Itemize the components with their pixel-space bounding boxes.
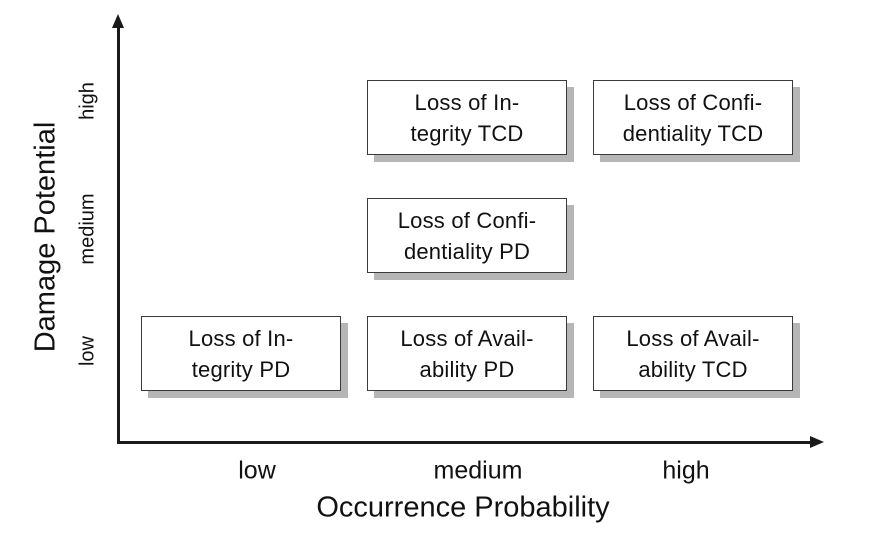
y-axis-line (117, 24, 120, 443)
node-text-line: Loss of In- (414, 89, 520, 115)
x-tick-medium: medium (433, 456, 523, 485)
node-text-line: ability TCD (638, 356, 748, 382)
node-loss-of-confidentiality-tcd: Loss of Confi- dentiality TCD (593, 80, 793, 155)
x-tick-low: low (238, 456, 276, 485)
node-loss-of-availability-tcd: Loss of Avail- ability TCD (593, 316, 793, 391)
y-tick-medium: medium (76, 193, 99, 265)
node-loss-of-availability-pd: Loss of Avail- ability PD (367, 316, 567, 391)
x-axis-arrow-icon (810, 436, 824, 448)
node-loss-of-confidentiality-pd: Loss of Confi- dentiality PD (367, 198, 567, 273)
y-axis-title: Damage Potential (29, 121, 62, 353)
y-axis-arrow-icon (112, 14, 124, 28)
node-text-line: dentiality PD (403, 238, 531, 264)
y-tick-low: low (76, 335, 99, 367)
node-text-line: dentiality TCD (622, 120, 764, 146)
node-text-line: Loss of Confi- (623, 89, 763, 115)
node-text-line: Loss of Confi- (397, 207, 537, 233)
x-axis-title: Occurrence Probability (316, 491, 610, 524)
node-loss-of-integrity-tcd: Loss of In- tegrity TCD (367, 80, 567, 155)
node-loss-of-integrity-pd: Loss of In- tegrity PD (141, 316, 341, 391)
x-axis-line (117, 441, 817, 444)
node-text-line: tegrity TCD (410, 120, 524, 146)
node-text-line: tegrity PD (191, 356, 291, 382)
node-text-line: Loss of Avail- (626, 325, 760, 351)
node-text-line: ability PD (419, 356, 515, 382)
x-tick-high: high (662, 456, 710, 485)
node-text-line: Loss of In- (188, 325, 294, 351)
y-tick-high: high (76, 82, 99, 120)
node-text-line: Loss of Avail- (400, 325, 534, 351)
